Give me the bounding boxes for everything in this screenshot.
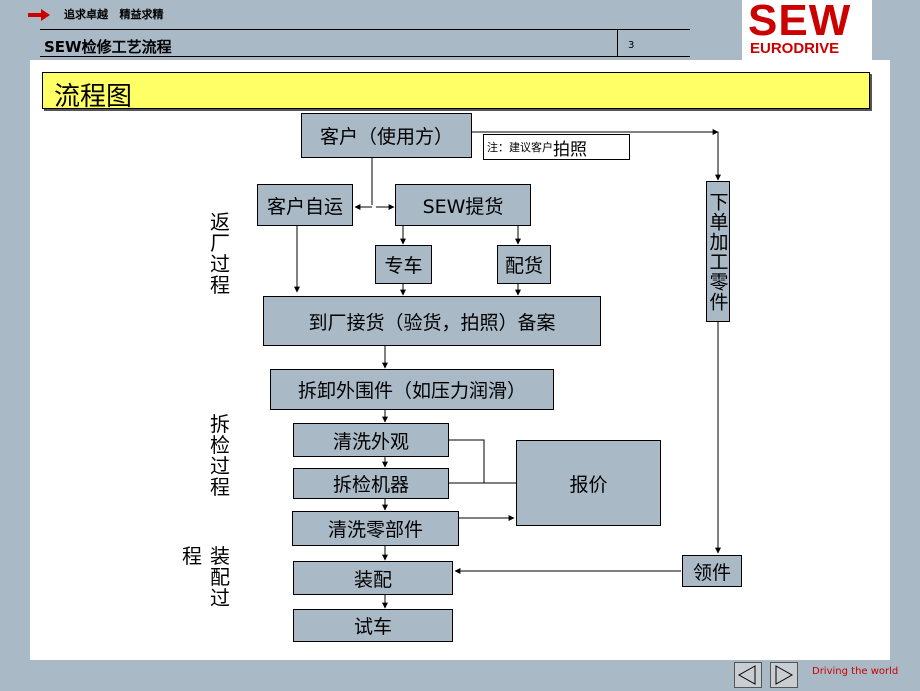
phase-char: 过 <box>210 586 230 610</box>
phase-label-return: 返 厂 过 程 <box>208 212 232 296</box>
node-quote: 报价 <box>516 440 661 526</box>
phase-char: 配 <box>210 565 230 589</box>
photo-note: 注：建议客户拍照 <box>483 134 630 160</box>
node-assemble: 装配 <box>293 561 453 595</box>
phase-char: 装 <box>210 544 230 568</box>
connector-to-order-box <box>712 131 721 181</box>
phase-char: 返 <box>210 210 230 234</box>
triangle-right-icon <box>775 665 794 685</box>
node-distribution: 配货 <box>497 245 551 284</box>
node-disassemble-outer: 拆卸外围件（如压力润滑） <box>270 369 554 410</box>
node-collect-parts: 领件 <box>682 555 742 587</box>
phase-char: 拆 <box>210 412 230 436</box>
node-inspect-machine: 拆检机器 <box>293 468 449 499</box>
page-number-divider <box>617 30 618 56</box>
node-order-parts: 下单加工零件 <box>706 181 730 322</box>
arrow-right-icon <box>28 9 50 21</box>
logo-text-eurodrive: EURODRIVE <box>750 40 840 57</box>
footer-tagline: Driving the world <box>812 666 899 677</box>
node-clean-exterior: 清洗外观 <box>293 423 449 457</box>
phase-char: 检 <box>210 433 230 457</box>
phase-char: 程 <box>210 475 230 499</box>
triangle-left-icon <box>737 665 756 685</box>
banner-title: 流程图 <box>54 82 133 112</box>
phase-label-assembly: 装 配 过 <box>208 546 232 609</box>
phase-char: 过 <box>210 252 230 276</box>
node-dedicated-truck: 专车 <box>375 245 432 284</box>
phase-label-inspection: 拆 检 过 程 <box>208 414 232 498</box>
node-sew-pickup: SEW提货 <box>395 184 531 226</box>
header-divider-top <box>40 29 690 30</box>
node-receive: 到厂接货（验货，拍照）备案 <box>263 296 601 346</box>
header-divider-bottom <box>40 56 690 57</box>
note-prefix: 注：建议客户 <box>487 141 553 154</box>
phase-char: 程 <box>210 273 230 297</box>
note-main: 拍照 <box>553 139 587 160</box>
node-test-run: 试车 <box>293 609 453 642</box>
sew-eurodrive-logo: SEW EURODRIVE <box>742 0 872 60</box>
node-order-parts-label: 下单加工零件 <box>706 191 729 312</box>
node-self-transport: 客户自运 <box>257 184 353 226</box>
phase-label-assembly-extra: 程 <box>182 544 202 568</box>
slide-content-area <box>30 60 890 660</box>
page-title: SEW检修工艺流程 <box>44 38 172 56</box>
slogan: 追求卓越 精益求精 <box>64 8 164 21</box>
phase-char: 过 <box>210 454 230 478</box>
node-customer: 客户（使用方） <box>301 113 472 158</box>
prev-slide-button[interactable] <box>734 662 762 688</box>
connector-clean-to-quote <box>449 439 485 483</box>
flowchart-banner <box>42 72 870 109</box>
node-clean-parts: 清洗零部件 <box>292 511 459 546</box>
phase-char: 厂 <box>210 231 230 255</box>
next-slide-button[interactable] <box>770 662 798 688</box>
page-number: 3 <box>628 40 635 51</box>
logo-text-sew: SEW <box>748 0 852 45</box>
